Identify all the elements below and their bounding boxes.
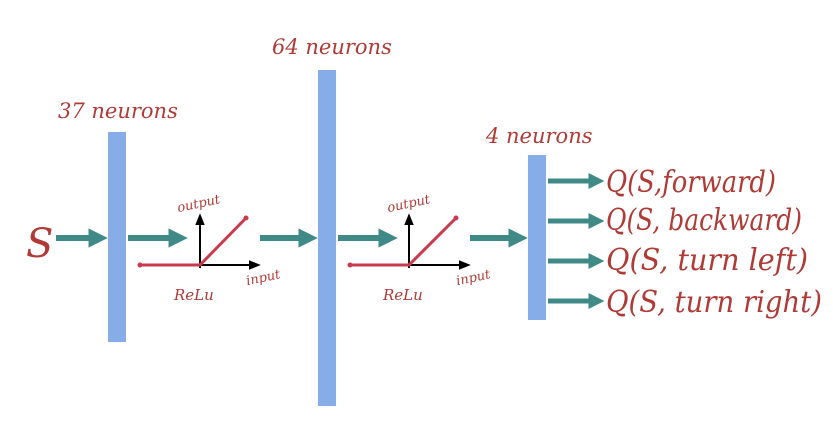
relu-2-curve bbox=[348, 216, 458, 267]
relu-1-endpoint-right bbox=[243, 215, 249, 221]
relu-1-endpoint-left bbox=[137, 262, 143, 268]
output-arrows bbox=[548, 172, 605, 310]
output-label-4: Q(S, turn right) bbox=[606, 285, 822, 320]
input-state-label: S bbox=[26, 221, 53, 267]
layer-3-label: 4 neurons bbox=[485, 124, 593, 148]
relu-2-endpoint-left bbox=[347, 262, 353, 268]
relu-2-input-label: input bbox=[455, 267, 493, 289]
relu-1-input-label: input bbox=[245, 267, 283, 289]
output-labels: Q(S,forward) Q(S, backward) Q(S, turn le… bbox=[606, 165, 822, 320]
relu-2-endpoint-right bbox=[453, 215, 459, 221]
relu-2-output-label: output bbox=[386, 192, 432, 216]
output-label-3: Q(S, turn left) bbox=[606, 243, 808, 278]
output-label-2: Q(S, backward) bbox=[606, 203, 802, 238]
relu-1-output-label: output bbox=[176, 192, 222, 216]
layer-2-bar bbox=[318, 70, 336, 406]
layer-2-label: 64 neurons bbox=[272, 35, 392, 59]
relu-plot-2: output input ReLu bbox=[347, 192, 493, 304]
layer-1-bar bbox=[108, 132, 126, 342]
relu-1-name: ReLu bbox=[173, 286, 214, 304]
layer-1-label: 37 neurons bbox=[58, 99, 178, 123]
relu-plot-1: output input ReLu bbox=[137, 192, 283, 304]
layer-3-bar bbox=[528, 155, 546, 320]
relu-2-name: ReLu bbox=[382, 286, 423, 304]
output-label-1: Q(S,forward) bbox=[606, 165, 776, 200]
relu-1-curve bbox=[138, 216, 248, 267]
